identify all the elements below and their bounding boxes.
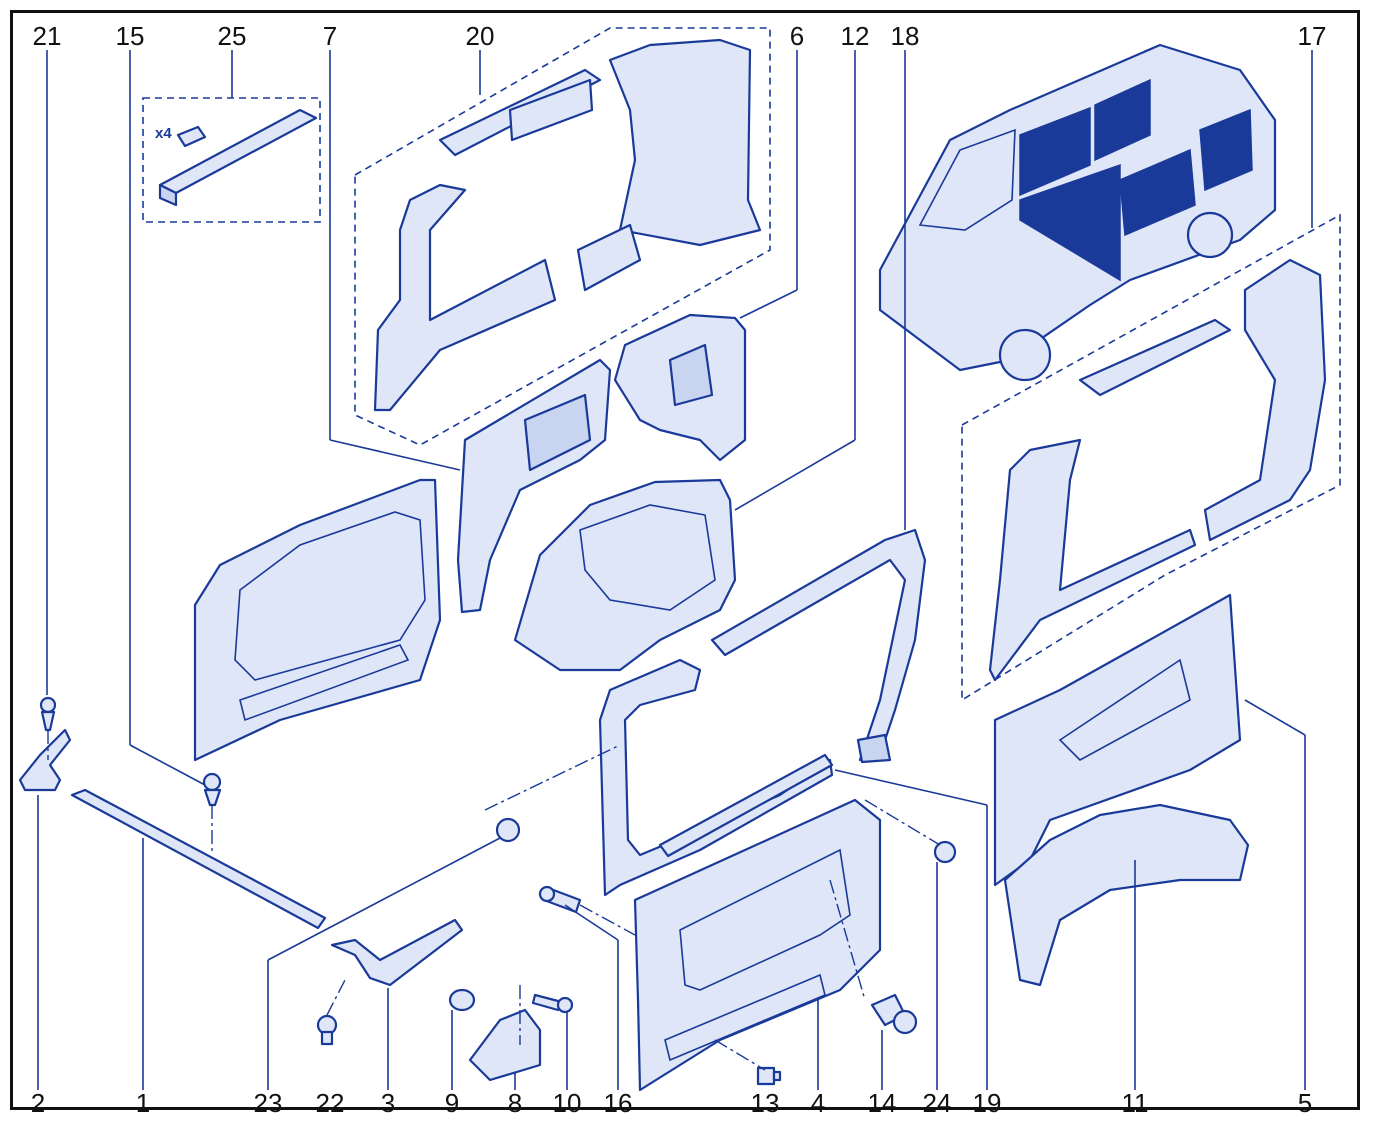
callout-14: 14 (868, 1088, 897, 1118)
part-17-group (988, 258, 1327, 682)
part-23-push-clip (495, 817, 521, 843)
van-front-wheel (998, 328, 1052, 382)
callout-6: 6 (790, 21, 804, 51)
van-door-panel (1019, 163, 1121, 282)
part-22-fastener (316, 1014, 338, 1046)
part-15-clip (202, 772, 222, 807)
part-25-rail (158, 108, 318, 207)
van-side-window-3 (1119, 148, 1196, 237)
part-18-end (856, 733, 892, 764)
group-box-17 (961, 213, 1341, 702)
callout-4: 4 (811, 1088, 825, 1118)
assembly-line-22 (326, 979, 346, 1016)
part-4-pocket (664, 973, 826, 1062)
van-illustration (878, 43, 1277, 382)
callout-7: 7 (323, 21, 337, 51)
part-2-bracket (18, 728, 72, 792)
van-side-window-4 (1199, 108, 1253, 192)
van-rear-wheel (1186, 211, 1234, 259)
part-12-hump (579, 504, 716, 611)
part-5-window (1058, 658, 1191, 761)
part-24-push-clip (933, 840, 957, 864)
van-side-window-2 (1094, 78, 1151, 162)
callout-8: 8 (508, 1088, 522, 1118)
callout-25: 25 (218, 21, 247, 51)
assembly-line-16 (579, 904, 636, 936)
van-windshield (918, 128, 1016, 231)
left-side-panel (193, 478, 442, 762)
part-13-fastener (756, 1066, 782, 1086)
part-10-screw (531, 993, 574, 1014)
group-box-20 (354, 27, 771, 446)
left-side-panel-window (234, 511, 426, 681)
part-18-seal-trim (710, 528, 927, 762)
part-16-fastener (538, 885, 582, 914)
callout-10: 10 (553, 1088, 582, 1118)
part-11-arch-liner (1003, 803, 1250, 987)
assembly-line-13 (714, 1039, 766, 1071)
callout-24: 24 (923, 1088, 952, 1118)
part-21-clip (39, 696, 57, 732)
part-6-vent (668, 343, 714, 407)
part-1-sill-strip (70, 788, 327, 930)
callout-5: 5 (1298, 1088, 1312, 1118)
callout-3: 3 (381, 1088, 395, 1118)
callout-20: 20 (466, 21, 495, 51)
part-9-clip (448, 988, 476, 1012)
part-14-fastener (870, 993, 918, 1035)
callout-9: 9 (445, 1088, 459, 1118)
callout-16: 16 (604, 1088, 633, 1118)
callout-17: 17 (1298, 21, 1327, 51)
part-20-group (373, 38, 762, 412)
part-7-window (523, 393, 592, 472)
part-8-cover (468, 1008, 542, 1082)
leader-lines (37, 50, 1313, 1090)
callout-21: 21 (33, 21, 62, 51)
assembly-line-14 (829, 879, 866, 1001)
callout-18: 18 (891, 21, 920, 51)
assembly-line-23 (484, 744, 621, 811)
callout-19: 19 (973, 1088, 1002, 1118)
assembly-line-24 (864, 799, 941, 846)
callout-23: 23 (254, 1088, 283, 1118)
callout-13: 13 (751, 1088, 780, 1118)
callout-12: 12 (841, 21, 870, 51)
callout-11: 11 (1122, 1088, 1149, 1118)
part-4-window (679, 848, 851, 991)
callout-22: 22 (316, 1088, 345, 1118)
part-19-sill-trim (658, 753, 834, 858)
callout-2: 2 (31, 1088, 45, 1118)
part-12-wheel-arch (513, 478, 737, 672)
left-side-panel-pocket (239, 644, 410, 722)
callout-15: 15 (116, 21, 145, 51)
group-box-25 (142, 97, 321, 223)
multiplier-note: x4 (155, 125, 172, 142)
callout-1: 1 (136, 1088, 150, 1118)
van-side-window-1 (1019, 106, 1091, 197)
door-frame-trim (598, 658, 834, 897)
part-3-bracket (330, 918, 464, 987)
part-4-lower-panel (633, 798, 882, 1092)
